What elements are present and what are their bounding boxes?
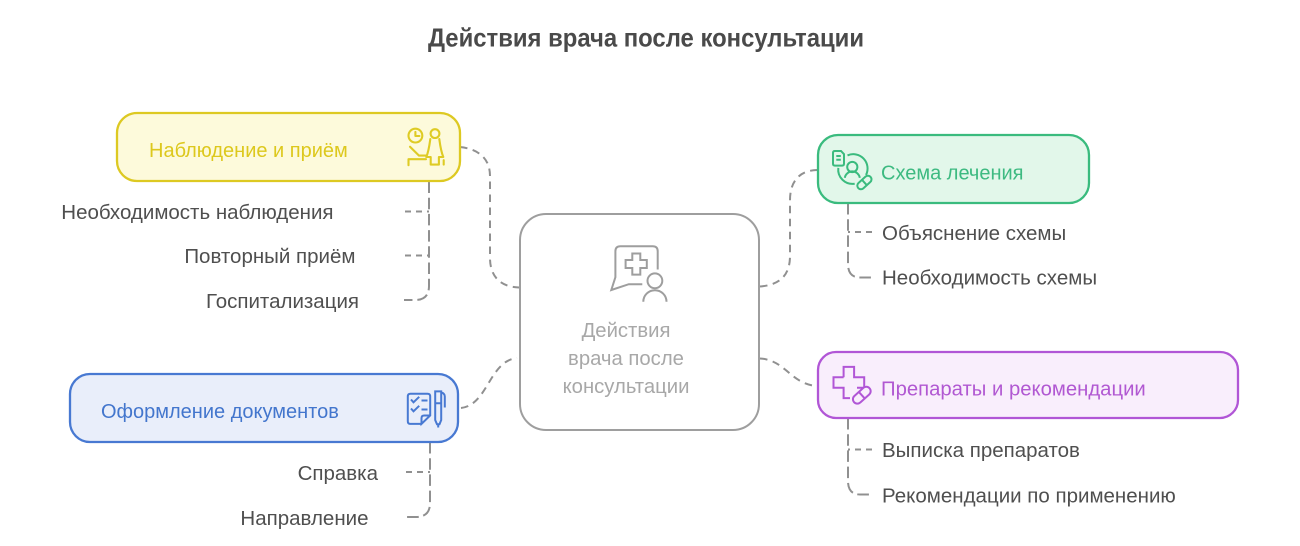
svg-text:Рекомендации по применению: Рекомендации по применению — [882, 485, 1176, 508]
svg-text:Препараты и рекомендации: Препараты и рекомендации — [881, 379, 1146, 401]
svg-text:Наблюдение и приём: Наблюдение и приём — [149, 140, 348, 162]
svg-text:Действия: Действия — [582, 320, 671, 342]
svg-text:Выписка препаратов: Выписка препаратов — [882, 439, 1080, 462]
svg-text:Необходимость схемы: Необходимость схемы — [882, 267, 1097, 290]
svg-text:Повторный приём: Повторный приём — [184, 245, 355, 268]
svg-text:консультации: консультации — [563, 376, 690, 398]
svg-text:Справка: Справка — [298, 462, 379, 485]
svg-text:Действия врача после консульта: Действия врача после консультации — [428, 23, 864, 53]
svg-text:Схема лечения: Схема лечения — [881, 163, 1024, 185]
svg-text:Оформление документов: Оформление документов — [101, 401, 339, 423]
svg-text:Необходимость наблюдения: Необходимость наблюдения — [61, 201, 333, 224]
svg-text:Направление: Направление — [240, 507, 368, 530]
svg-text:врача после: врача после — [568, 348, 684, 370]
svg-text:Госпитализация: Госпитализация — [206, 290, 359, 313]
svg-text:Объяснение схемы: Объяснение схемы — [882, 222, 1066, 245]
